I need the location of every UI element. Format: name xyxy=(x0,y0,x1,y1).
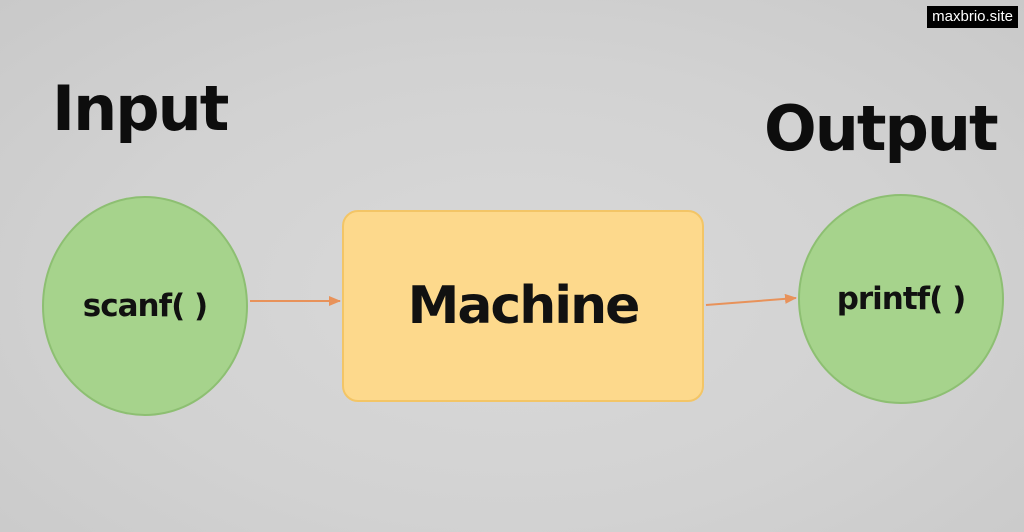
machine-node: Machine xyxy=(342,210,704,402)
input-heading: Input xyxy=(52,72,229,145)
arrow-machine-to-output xyxy=(705,293,797,306)
input-node: scanf( ) xyxy=(42,196,248,416)
watermark: maxbrio.site xyxy=(927,6,1018,28)
machine-node-label: Machine xyxy=(407,276,641,336)
output-node-label: printf( ) xyxy=(836,281,967,317)
output-node: printf( ) xyxy=(798,194,1004,404)
input-node-label: scanf( ) xyxy=(82,288,208,324)
output-heading: Output xyxy=(764,92,999,165)
